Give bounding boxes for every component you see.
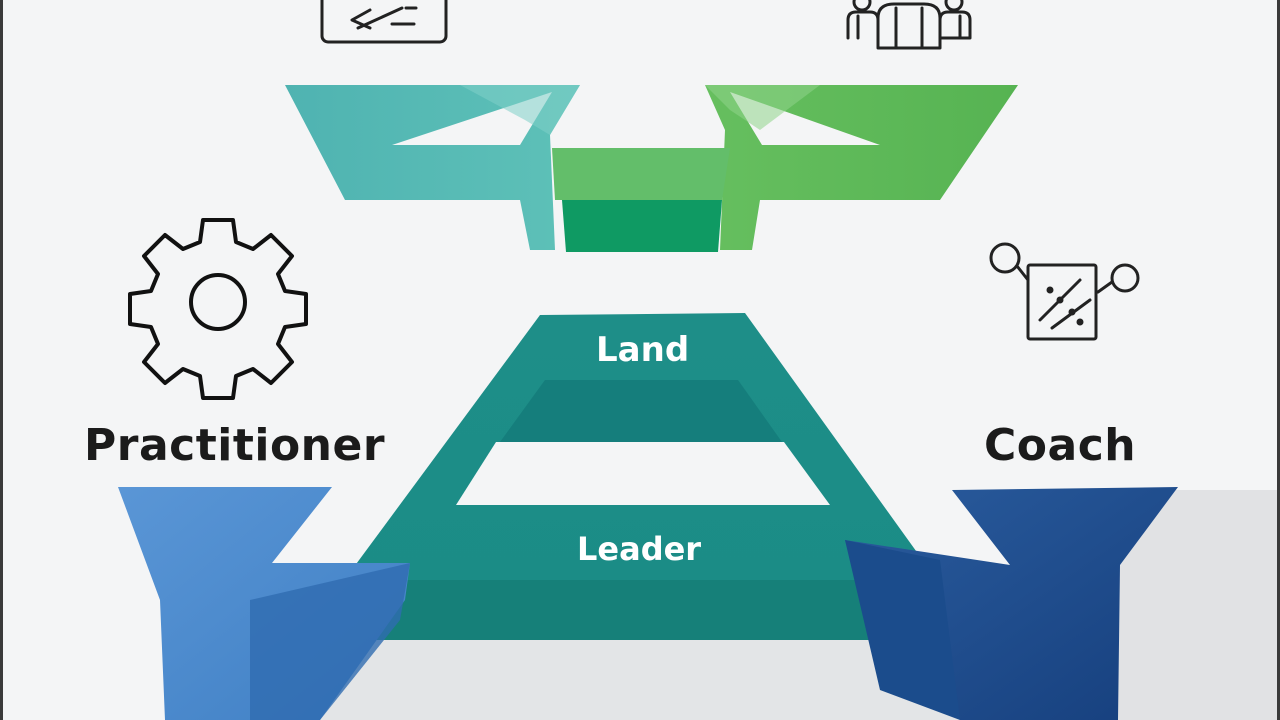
top-funnel [285,85,1018,252]
top-highlight-left [460,85,580,135]
ladder-lower-band [340,580,950,640]
team-icon [846,0,972,50]
right-blue-inner [845,540,960,720]
right-blue-funnel [845,487,1178,720]
land-label: Land [596,330,690,370]
top-funnel-center [552,148,730,200]
top-highlight-right [705,85,820,130]
left-border [0,0,3,720]
board-icon [989,242,1140,341]
gear-icon [128,218,308,400]
ladder-gap [456,442,830,505]
left-blue-shadow [250,563,410,720]
center-ladder [300,313,980,640]
right-border [1277,0,1280,720]
leader-label: Leader [577,530,702,568]
code-window-icon [320,0,448,44]
ladder-recess-top [500,380,782,442]
practitioner-label: Practitioner [84,420,386,471]
coach-label: Coach [984,420,1137,471]
left-blue-funnel [118,487,410,720]
top-funnel-stem [562,200,722,252]
